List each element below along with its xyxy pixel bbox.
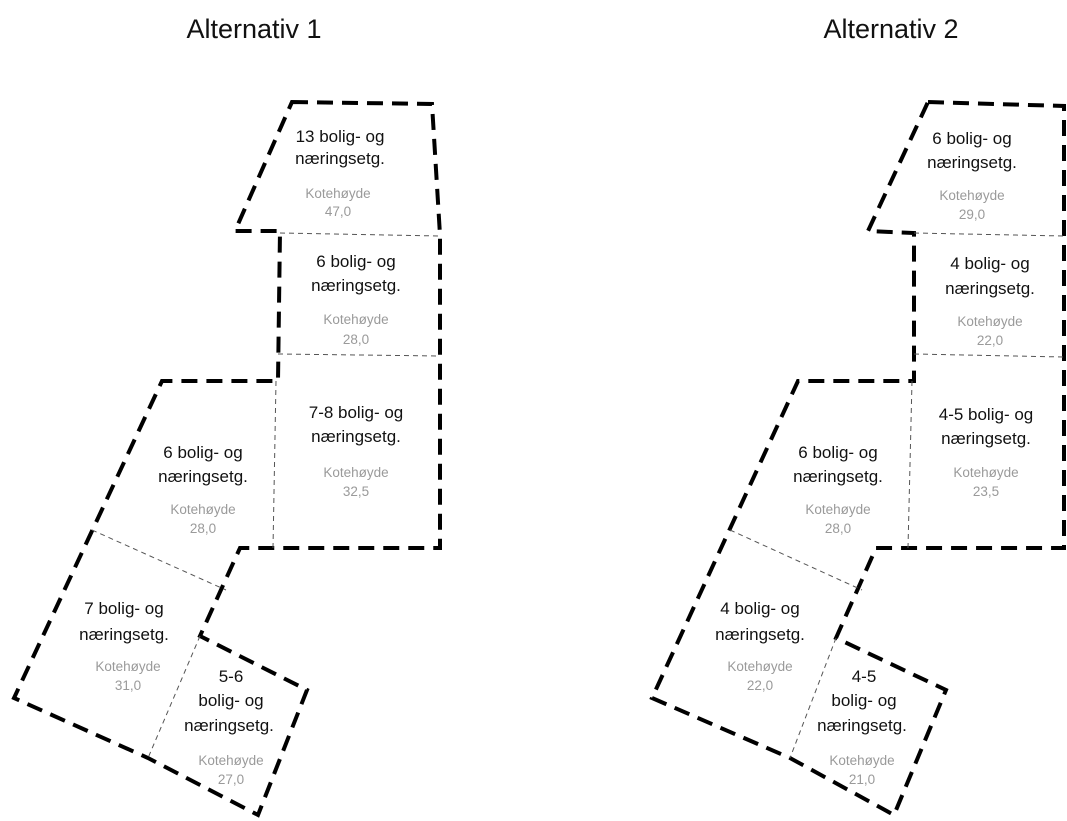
section-kote-label: Kotehøyde (939, 188, 1004, 203)
alt1-divider-diagonal (91, 529, 227, 591)
section-kote-value: 28,0 (825, 521, 851, 536)
alt2-section-2: 4 bolig- og næringsetg. Kotehøyde 22,0 (945, 254, 1035, 348)
alt2-section-6: 4-5 bolig- og næringsetg. Kotehøyde 21,0 (817, 667, 907, 787)
section-floor-count: 6 bolig- og (316, 252, 395, 271)
section-floor-count: bolig- og (198, 691, 263, 710)
section-floor-range: 5-6 (219, 667, 244, 686)
section-kote-label: Kotehøyde (95, 659, 160, 674)
section-floor-count: 13 bolig- og (296, 127, 385, 146)
section-floor-range: 4-5 (852, 667, 877, 686)
alt1-divider-middle (277, 353, 441, 357)
alternative-1-title: Alternativ 1 (186, 14, 321, 44)
section-usage: næringsetg. (927, 153, 1017, 172)
alternative-1: Alternativ 1 13 bolig- og næringsetg. Ko… (11, 14, 442, 818)
alt2-divider-vertical (907, 380, 913, 549)
alternative-2-title: Alternativ 2 (823, 14, 958, 44)
section-kote-value: 31,0 (115, 678, 141, 693)
section-kote-label: Kotehøyde (305, 186, 370, 201)
section-usage: næringsetg. (79, 625, 169, 644)
alt1-divider-lower (147, 635, 201, 759)
section-floor-count: 4 bolig- og (950, 254, 1029, 273)
alt2-block-outline (649, 99, 1066, 818)
alt1-section-4: 6 bolig- og næringsetg. Kotehøyde 28,0 (158, 443, 248, 536)
section-kote-value: 23,5 (973, 484, 999, 499)
section-floor-count: bolig- og (831, 691, 896, 710)
alt1-divider-vertical (272, 380, 277, 549)
section-kote-label: Kotehøyde (957, 314, 1022, 329)
section-kote-label: Kotehøyde (727, 659, 792, 674)
section-usage: næringsetg. (715, 625, 805, 644)
alt2-section-4: 6 bolig- og næringsetg. Kotehøyde 28,0 (793, 443, 883, 536)
alt1-section-6: 5-6 bolig- og næringsetg. Kotehøyde 27,0 (184, 667, 274, 787)
section-kote-value: 27,0 (218, 772, 244, 787)
alt2-divider-top (913, 232, 1065, 237)
alt1-section-3: 7-8 bolig- og næringsetg. Kotehøyde 32,5 (309, 403, 404, 499)
section-usage: næringsetg. (945, 279, 1035, 298)
alt1-divider-top (279, 232, 441, 237)
section-floor-count: 6 bolig- og (798, 443, 877, 462)
section-usage: næringsetg. (184, 716, 274, 735)
section-usage: næringsetg. (793, 467, 883, 486)
section-usage: næringsetg. (158, 467, 248, 486)
section-usage: næringsetg. (295, 149, 385, 168)
section-kote-label: Kotehøyde (323, 465, 388, 480)
section-kote-label: Kotehøyde (953, 465, 1018, 480)
section-kote-value: 21,0 (849, 772, 875, 787)
section-kote-label: Kotehøyde (805, 502, 870, 517)
section-usage: næringsetg. (817, 716, 907, 735)
section-floor-count: 6 bolig- og (932, 129, 1011, 148)
alt1-section-2: 6 bolig- og næringsetg. Kotehøyde 28,0 (311, 252, 401, 347)
alternative-2: Alternativ 2 6 bolig- og næringsetg. Kot… (649, 14, 1066, 818)
section-kote-value: 22,0 (977, 333, 1003, 348)
section-kote-value: 28,0 (343, 332, 369, 347)
alt1-section-5: 7 bolig- og næringsetg. Kotehøyde 31,0 (79, 599, 169, 693)
section-floor-count: 7-8 bolig- og (309, 403, 404, 422)
alt1-section-1: 13 bolig- og næringsetg. Kotehøyde 47,0 (295, 127, 385, 219)
section-floor-count: 7 bolig- og (84, 599, 163, 618)
section-usage: næringsetg. (311, 427, 401, 446)
section-kote-value: 32,5 (343, 484, 369, 499)
section-kote-label: Kotehøyde (198, 753, 263, 768)
alt2-divider-middle (913, 353, 1065, 358)
section-usage: næringsetg. (941, 429, 1031, 448)
section-kote-value: 28,0 (190, 521, 216, 536)
section-floor-count: 4 bolig- og (720, 599, 799, 618)
section-kote-label: Kotehøyde (829, 753, 894, 768)
section-kote-label: Kotehøyde (170, 502, 235, 517)
section-kote-value: 47,0 (325, 204, 351, 219)
section-floor-count: 4-5 bolig- og (939, 405, 1034, 424)
alt2-divider-lower (789, 637, 837, 759)
alt2-section-3: 4-5 bolig- og næringsetg. Kotehøyde 23,5 (939, 405, 1034, 499)
alt1-upper-block-outline (11, 99, 442, 818)
alt2-section-5: 4 bolig- og næringsetg. Kotehøyde 22,0 (715, 599, 805, 693)
section-kote-label: Kotehøyde (323, 312, 388, 327)
alt2-divider-diagonal (729, 529, 863, 591)
alt2-section-1: 6 bolig- og næringsetg. Kotehøyde 29,0 (927, 129, 1017, 222)
section-usage: næringsetg. (311, 276, 401, 295)
section-kote-value: 29,0 (959, 207, 985, 222)
section-kote-value: 22,0 (747, 678, 773, 693)
section-floor-count: 6 bolig- og (163, 443, 242, 462)
